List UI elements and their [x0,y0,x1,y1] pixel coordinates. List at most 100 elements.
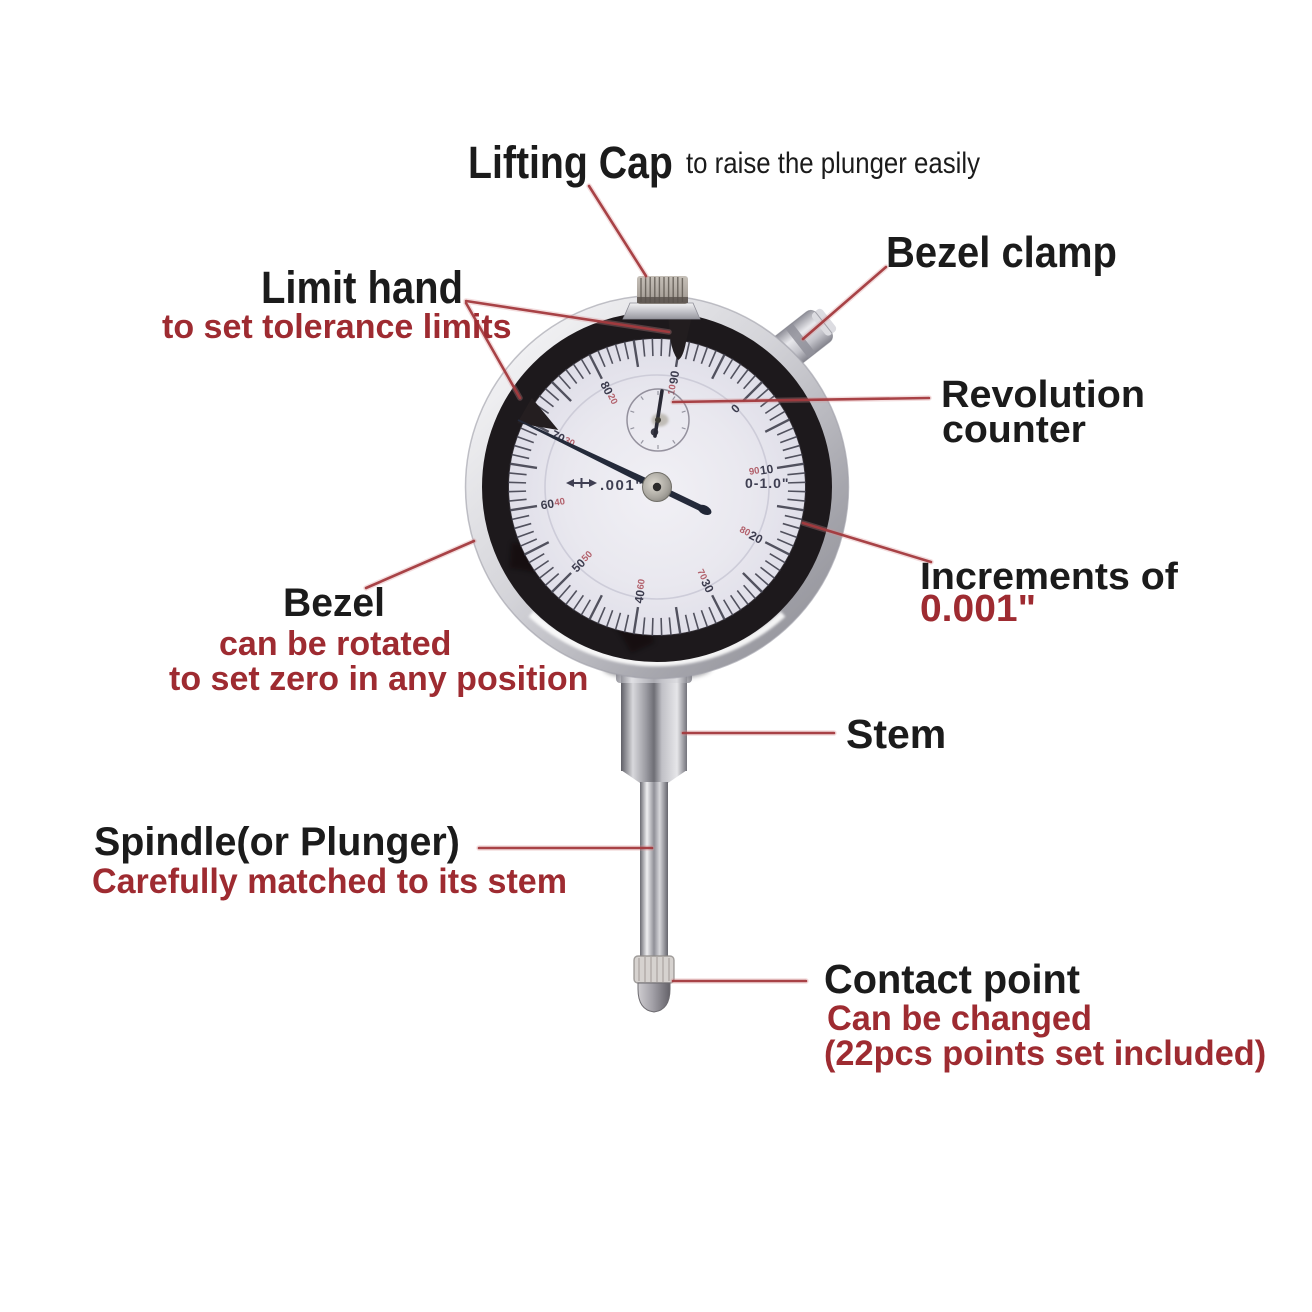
spindle-label: Spindle(or Plunger) [94,820,460,864]
annotation-line-revolution-counter [671,396,931,404]
dial-tick [776,427,795,436]
dial-tick [708,349,717,368]
stem-spindle-assembly [603,656,711,1013]
dial-tick [511,514,530,521]
face-inner-circle [544,374,770,600]
limit-marker-top [668,316,692,360]
dial-tick [513,444,532,452]
subdial-tick [672,439,676,444]
dial-tick [779,435,798,444]
dial-tick [674,606,682,635]
dial-tick [692,612,700,631]
contact-tip [637,982,671,1013]
needle-blade [517,419,648,485]
dial-tick [605,609,614,628]
subdial-needle-counterweight [650,428,659,436]
dial-tick [508,472,527,476]
dial-tick [764,402,781,415]
dial-tick [729,594,742,611]
dial-tick [538,566,554,579]
dial-tick [722,358,734,375]
dial-tick [508,481,527,484]
dial-tick [782,444,801,452]
lifting-cap-description: to raise the plunger easily [686,147,981,180]
dial-tick [711,594,726,621]
annotation-line-bezel-clamp [801,265,888,341]
dial-tick [743,584,757,600]
dial-tick [651,617,654,636]
stem-chamfer [621,770,687,783]
dial-tick [742,380,764,402]
dial-tick [519,427,538,436]
dial-number-black: 20 [747,528,766,547]
dial-tick [550,380,572,402]
dial-tick [565,590,578,606]
dial-tick [776,462,805,470]
graduation-marking: .001" [600,477,644,494]
subdial-ticks [630,391,686,449]
dial-tick [519,538,538,547]
dial-tick [742,572,764,594]
dial-tick [642,338,646,357]
needle-counterweight [697,504,712,516]
dial-tick [528,552,545,564]
dial-tick [614,343,622,362]
dial-tick [651,338,654,357]
revolution-counter-label-line2: counter [942,409,1086,451]
dial-tick [754,573,770,587]
dial-tick [782,522,801,530]
dial-tick [509,462,538,470]
lifting-cap [622,276,701,320]
subdial-tick [681,410,686,413]
contact-point-label: Contact point [824,956,1080,1002]
subdial-tick [630,410,635,413]
dial-tick [787,490,806,493]
dial-tick [557,584,571,600]
dial-tick [642,617,646,636]
dial-tick [776,538,795,547]
dial-tick [550,572,572,594]
dial-tick [660,338,663,357]
contact-point-description-line1: Can be changed [827,999,1092,1038]
dial-number-black: 40 [632,589,648,605]
dial-tick [708,606,717,625]
spindle-description: Carefully matched to its stem [92,862,568,901]
dial-tick [736,368,749,384]
dial-tick [623,341,630,360]
dial-tick [776,504,805,512]
dial-tick [509,504,538,512]
subdial-tick [640,396,644,401]
dial-tick [668,338,672,357]
dial-number-red: 10 [666,384,679,396]
dial-tick [684,614,691,633]
lifting-cap-flange [622,302,701,320]
face-markings: .001" 0-1.0" [566,475,789,494]
dial-tick [544,387,560,401]
dial-number-black: 30 [698,577,717,596]
bezel-clamp-label: Bezel clamp [886,228,1117,277]
limit-marker-wedge [517,397,559,430]
dial-tick [764,559,781,572]
annotation-line-increments [801,521,933,564]
dial-number-red: 90 [748,465,760,478]
dial-tick [700,609,709,628]
subdial-tick [681,427,686,430]
annotation-line-bezel [364,539,476,590]
increments-value: 0.001" [920,588,1037,630]
dial-tick [632,339,640,368]
dial-number-black: 80 [597,379,616,398]
dial-number-red: 80 [738,524,752,539]
contact-knurl-band [634,956,674,983]
contact-point-description-line2: (22pcs points set included) [824,1034,1267,1073]
annotation-line-limit-hand-wedge [464,301,522,400]
dial-number-red: 70 [694,568,709,582]
needle-hub-center [652,482,662,492]
dial-tick [779,530,798,539]
dial-tick [572,363,585,380]
dial-tick [623,614,630,633]
limit-hand-label: Limit hand [261,262,464,313]
bezel-clamp-groove [785,322,816,359]
chrome-rim-bottom-highlight [528,611,786,667]
